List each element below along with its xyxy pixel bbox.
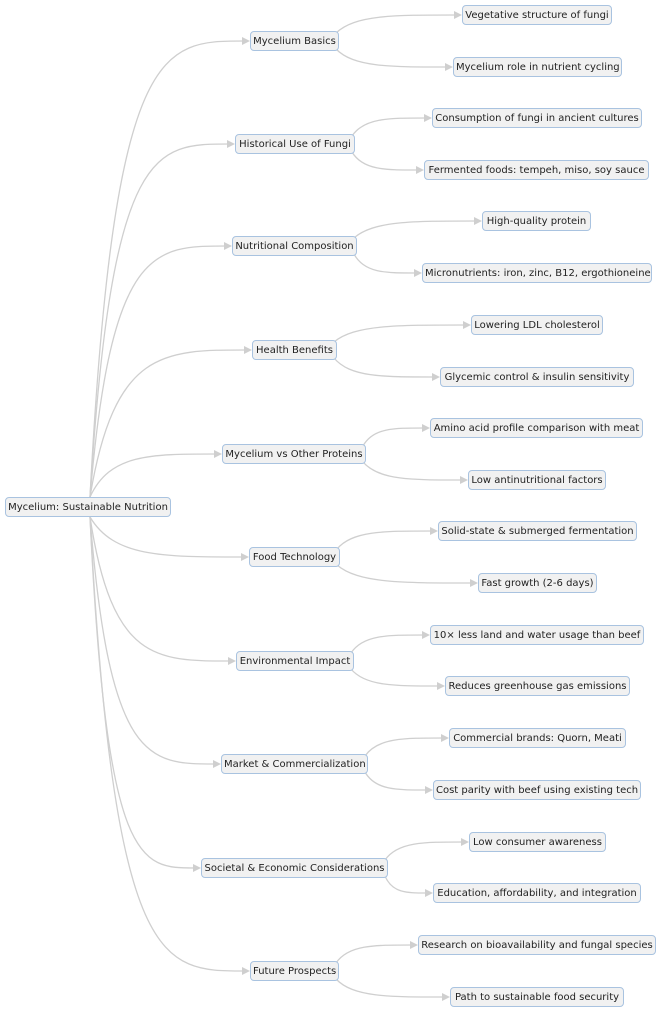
edge-branch-to-leaf [335, 944, 413, 964]
arrowhead-icon [442, 993, 450, 1001]
edge-branch-to-leaf [335, 48, 448, 68]
edge-branch-to-leaf [364, 771, 428, 791]
arrowhead-icon [445, 63, 453, 71]
edge-root-to-branch [89, 516, 244, 558]
arrowhead-icon [470, 579, 478, 587]
arrowhead-icon [422, 631, 430, 639]
leaf-node[interactable]: Solid-state & submerged fermentation [438, 521, 637, 541]
edge-root-to-branch [89, 349, 247, 498]
leaf-node[interactable]: Lowering LDL cholesterol [471, 315, 603, 335]
edge-branch-to-leaf [350, 634, 425, 654]
edge-root-to-branch [89, 516, 231, 662]
edge-root-to-branch [89, 143, 230, 498]
leaf-node[interactable]: Amino acid profile comparison with meat [430, 418, 643, 438]
arrowhead-icon [454, 11, 462, 19]
branch-node[interactable]: Societal & Economic Considerations [201, 858, 388, 878]
arrowhead-icon [242, 967, 250, 975]
edge-root-to-branch [89, 453, 217, 498]
edge-branch-to-leaf [384, 875, 428, 894]
leaf-node[interactable]: Education, affordability, and integratio… [433, 883, 641, 903]
branch-node[interactable]: Health Benefits [252, 340, 337, 360]
arrowhead-icon [227, 140, 235, 148]
leaf-node[interactable]: Path to sustainable food security [450, 987, 624, 1007]
edge-branch-to-leaf [333, 357, 435, 378]
arrowhead-icon [242, 37, 250, 45]
edge-branch-to-leaf [362, 461, 463, 481]
arrowhead-icon [424, 114, 432, 122]
leaf-node[interactable]: Consumption of fungi in ancient cultures [432, 108, 642, 128]
arrowhead-icon [244, 346, 252, 354]
leaf-node[interactable]: Research on bioavailability and fungal s… [418, 935, 656, 955]
arrowhead-icon [425, 786, 433, 794]
leaf-node[interactable]: Low antinutritional factors [468, 470, 606, 490]
arrowhead-icon [437, 682, 445, 690]
leaf-node[interactable]: Low consumer awareness [469, 832, 606, 852]
edge-branch-to-leaf [351, 151, 419, 171]
leaf-node[interactable]: Fast growth (2-6 days) [478, 573, 597, 593]
edge-root-to-branch [89, 516, 245, 972]
branch-node[interactable]: Mycelium vs Other Proteins [222, 444, 366, 464]
arrowhead-icon [214, 450, 222, 458]
root-node[interactable]: Mycelium: Sustainable Nutrition [5, 497, 171, 517]
arrowhead-icon [422, 424, 430, 432]
edge-root-to-branch [89, 40, 245, 498]
edge-branch-to-leaf [333, 324, 466, 343]
edge-branch-to-leaf [351, 117, 427, 137]
branch-node[interactable]: Historical Use of Fungi [235, 134, 355, 154]
leaf-node[interactable]: Commercial brands: Quorn, Meati [449, 728, 626, 748]
arrowhead-icon [461, 838, 469, 846]
edge-branch-to-leaf [353, 253, 417, 274]
branch-node[interactable]: Nutritional Composition [232, 236, 357, 256]
edge-root-to-branch [89, 516, 196, 869]
leaf-node[interactable]: High-quality protein [482, 211, 591, 231]
arrowhead-icon [432, 373, 440, 381]
branch-node[interactable]: Food Technology [249, 547, 340, 567]
leaf-node[interactable]: Cost parity with beef using existing tec… [433, 780, 641, 800]
leaf-node[interactable]: Vegetative structure of fungi [462, 5, 612, 25]
edge-root-to-branch [89, 245, 227, 498]
arrowhead-icon [213, 760, 221, 768]
edge-root-to-branch [89, 516, 216, 765]
branch-node[interactable]: Mycelium Basics [250, 31, 339, 51]
edge-branch-to-leaf [336, 530, 433, 550]
arrowhead-icon [425, 889, 433, 897]
leaf-node[interactable]: Micronutrients: iron, zinc, B12, ergothi… [422, 263, 652, 283]
leaf-node[interactable]: Reduces greenhouse gas emissions [445, 676, 630, 696]
edge-branch-to-leaf [350, 668, 440, 687]
edge-branch-to-leaf [364, 737, 444, 757]
leaf-node[interactable]: Fermented foods: tempeh, miso, soy sauce [424, 160, 649, 180]
branch-node[interactable]: Future Prospects [250, 961, 339, 981]
leaf-node[interactable]: 10× less land and water usage than beef [430, 625, 644, 645]
arrowhead-icon [430, 527, 438, 535]
edge-branch-to-leaf [362, 427, 425, 447]
arrowhead-icon [224, 242, 232, 250]
arrowhead-icon [241, 553, 249, 561]
edge-branch-to-leaf [384, 841, 464, 861]
edge-branch-to-leaf [335, 978, 445, 998]
arrowhead-icon [441, 734, 449, 742]
arrowhead-icon [416, 166, 424, 174]
arrowhead-icon [410, 941, 418, 949]
arrowhead-icon [228, 657, 236, 665]
arrowhead-icon [414, 269, 422, 277]
arrowhead-icon [193, 864, 201, 872]
leaf-node[interactable]: Mycelium role in nutrient cycling [453, 57, 622, 77]
arrowhead-icon [460, 476, 468, 484]
arrowhead-icon [463, 321, 471, 329]
arrowhead-icon [474, 217, 482, 225]
edge-branch-to-leaf [353, 220, 477, 239]
leaf-node[interactable]: Glycemic control & insulin sensitivity [440, 367, 634, 387]
branch-node[interactable]: Market & Commercialization [221, 754, 368, 774]
edge-branch-to-leaf [336, 564, 473, 584]
edge-branch-to-leaf [335, 14, 457, 34]
branch-node[interactable]: Environmental Impact [236, 651, 354, 671]
